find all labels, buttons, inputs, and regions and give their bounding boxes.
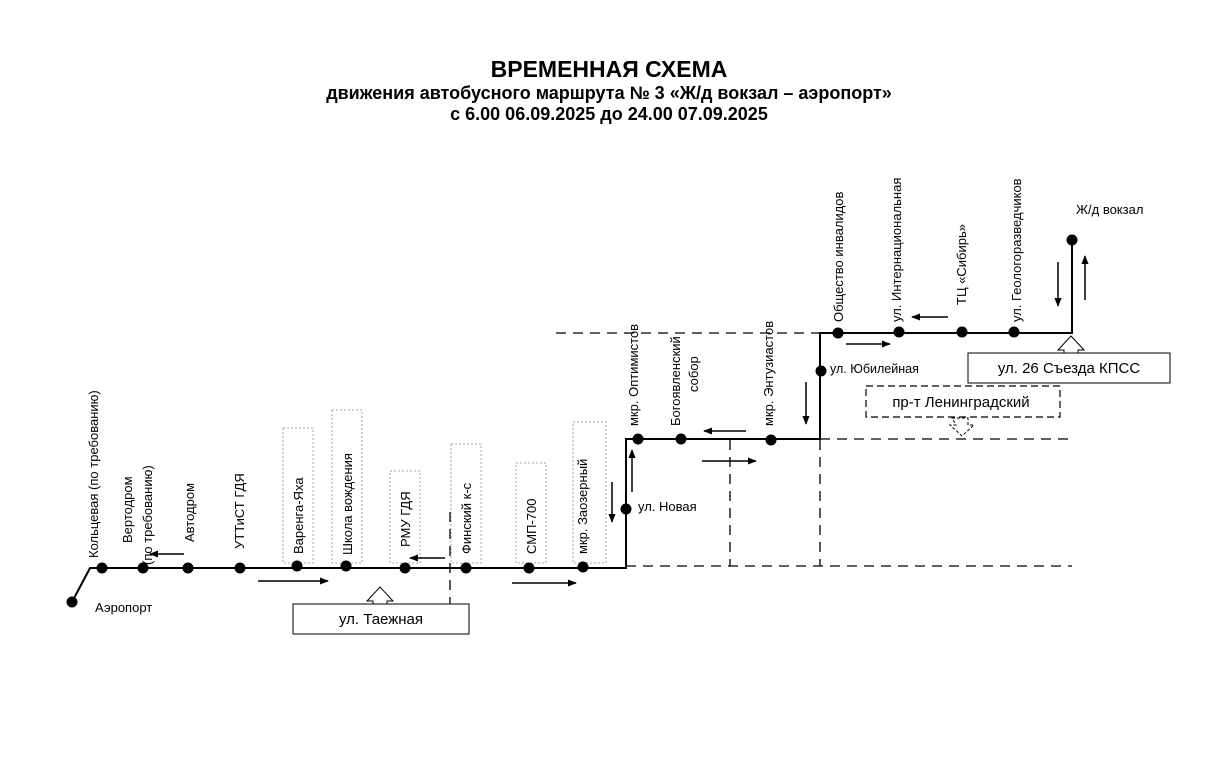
street-box-leningradsky: пр-т Ленинградский — [865, 385, 1061, 437]
street-label-s26: ул. 26 Съезда КПСС — [998, 360, 1140, 377]
stop-novaya — [620, 503, 632, 515]
label-rmu: РМУ ГДЯ — [398, 491, 413, 547]
label-airport: Аэропорт — [95, 600, 152, 615]
stop-zaozerny — [577, 561, 589, 573]
label-frames — [282, 409, 607, 564]
street-label-taezhnaya: ул. Таежная — [339, 611, 423, 628]
stop-internatsionalnaya — [893, 326, 905, 338]
stop-sobor — [675, 433, 687, 445]
route-line — [71, 240, 1073, 603]
label-sobor-1: Богоявленский — [668, 336, 683, 426]
label-vertodrom-1: Вертодром — [120, 476, 135, 543]
street-frame — [292, 603, 470, 635]
label-finsky: Финский к-с — [459, 482, 474, 554]
callout-pointer-icon — [365, 586, 395, 605]
label-vertodrom-2: (по требованию) — [140, 465, 155, 565]
stop-smp — [523, 562, 535, 574]
stop-finsky — [460, 562, 472, 574]
stop-airport — [66, 596, 78, 608]
validity-period: с 6.00 06.09.2025 до 24.00 07.09.2025 — [450, 104, 768, 124]
label-koltsevaya: Кольцевая (по требованию) — [86, 390, 101, 558]
label-entuziastov: мкр. Энтузиастов — [761, 321, 776, 426]
stop-entuziastov — [765, 434, 777, 446]
street-frame — [967, 352, 1171, 384]
label-optimistov: мкр. Оптимистов — [626, 324, 641, 426]
label-sobor-2: собор — [686, 356, 701, 392]
street-box-s26: ул. 26 Съезда КПСС — [967, 335, 1171, 384]
page-title: ВРЕМЕННАЯ СХЕМА — [490, 56, 728, 82]
label-avtodrom: Автодром — [182, 483, 197, 542]
stop-geologorazvedchikov — [1008, 326, 1020, 338]
stop-rmu — [399, 562, 411, 574]
label-geologorazvedchikov: ул. Геологоразведчиков — [1009, 178, 1024, 322]
frame-zaozerny — [572, 421, 607, 564]
stop-vokzal — [1066, 234, 1078, 246]
stop-yubileynaya — [815, 365, 827, 377]
stop-uttist — [234, 562, 246, 574]
stops — [66, 234, 1078, 608]
street-frame — [865, 385, 1061, 418]
page-subtitle: движения автобусного маршрута № 3 «Ж/д в… — [326, 83, 892, 103]
label-smp: СМП-700 — [524, 499, 539, 554]
direction-arrows — [149, 255, 1089, 587]
label-shkola: Школа вождения — [340, 453, 355, 555]
label-internatsionalnaya: ул. Интернациональная — [889, 178, 904, 322]
street-box-taezhnaya: ул. Таежная — [292, 586, 470, 635]
street-label-leningradsky: пр-т Ленинградский — [892, 394, 1029, 411]
callout-pointer-icon — [948, 417, 976, 437]
callout-pointer-icon — [1056, 335, 1086, 354]
label-varenga: Варенга-Яха — [291, 477, 306, 554]
label-obshchestvo: Общество инвалидов — [831, 192, 846, 322]
stop-varenga — [291, 560, 303, 572]
stop-vertodrom — [137, 562, 149, 574]
stop-sibir — [956, 326, 968, 338]
stop-koltsevaya — [96, 562, 108, 574]
stop-optimistov — [632, 433, 644, 445]
stop-avtodrom — [182, 562, 194, 574]
label-uttist: УТТиСТ ГДЯ — [232, 473, 247, 549]
label-sibir: ТЦ «Сибирь» — [954, 224, 969, 305]
label-yubileynaya: ул. Юбилейная — [830, 362, 919, 376]
stop-shkola — [340, 560, 352, 572]
label-novaya: ул. Новая — [638, 499, 697, 514]
title-block: ВРЕМЕННАЯ СХЕМА движения автобусного мар… — [0, 56, 1218, 125]
stop-obshchestvo — [832, 327, 844, 339]
label-vokzal: Ж/д вокзал — [1076, 202, 1143, 217]
label-zaozerny: мкр. Заозерный — [575, 459, 590, 554]
